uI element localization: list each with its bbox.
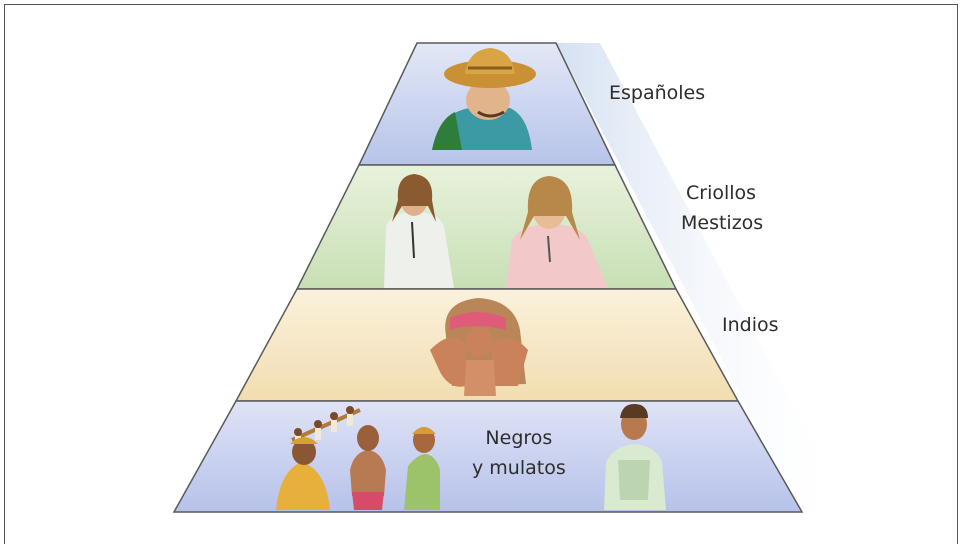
label-tier-2: Criollos Mestizos bbox=[681, 178, 763, 238]
label-tier-2-line-2: Mestizos bbox=[681, 212, 764, 234]
mestizo-figure bbox=[506, 176, 608, 288]
label-tier-2-line-1: Criollos bbox=[686, 182, 757, 204]
criollo-figure bbox=[384, 174, 454, 288]
spaniard-figure bbox=[432, 48, 536, 150]
mulatto-figure bbox=[604, 404, 666, 510]
label-tier-1-line-1: Españoles bbox=[609, 82, 706, 104]
label-tier-4-line-1: Negros bbox=[485, 427, 553, 449]
tier-2-band bbox=[295, 164, 678, 290]
label-tier-4-line-2: y mulatos bbox=[472, 457, 566, 479]
indio-figure bbox=[430, 298, 528, 396]
label-tier-3-line-1: Indios bbox=[722, 314, 779, 336]
workers-figures bbox=[276, 406, 440, 510]
pyramid-side-glow bbox=[556, 43, 850, 512]
label-tier-1: Españoles bbox=[609, 78, 705, 108]
image-frame bbox=[4, 4, 958, 544]
label-tier-4: Negros y mulatos bbox=[472, 423, 566, 483]
label-tier-3: Indios bbox=[722, 310, 779, 340]
